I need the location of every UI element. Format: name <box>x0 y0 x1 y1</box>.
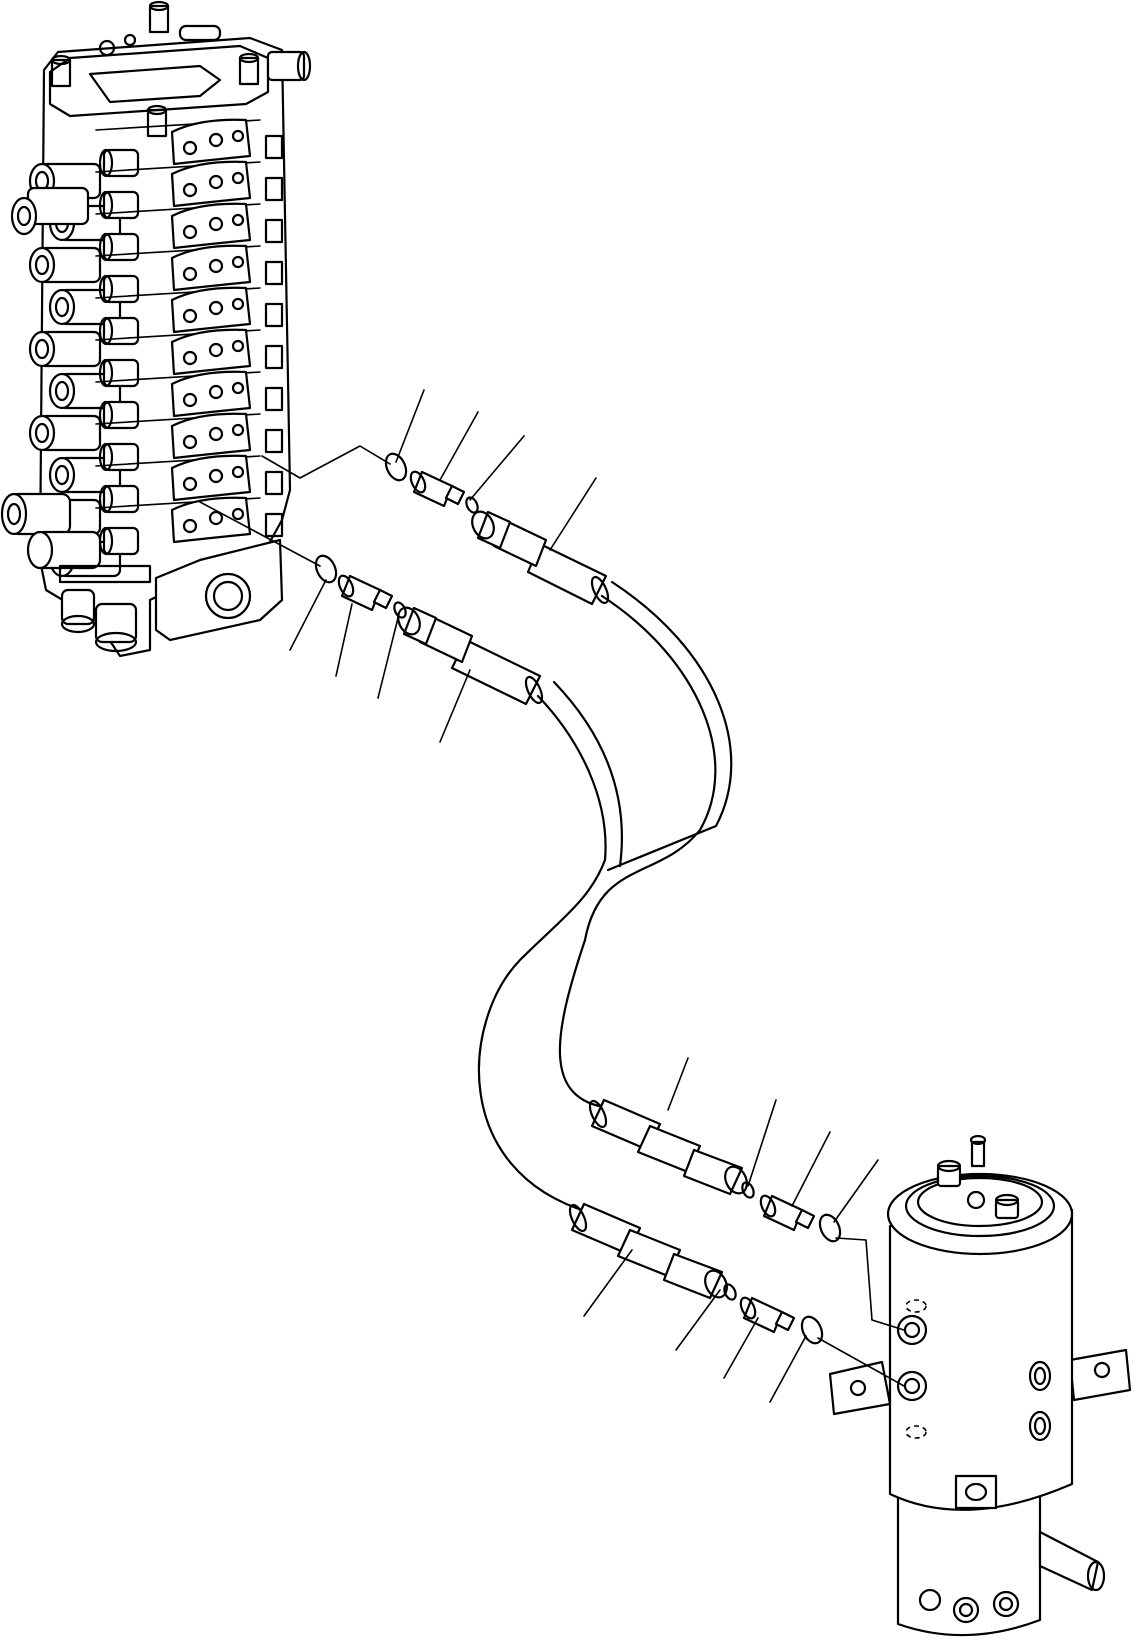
callout-leader-line <box>335 603 353 677</box>
valve-section <box>28 118 284 200</box>
callout-leader-line <box>723 1317 759 1379</box>
valve-section <box>48 328 284 410</box>
connector <box>337 574 394 612</box>
hose-end-fitting <box>471 510 610 606</box>
control-valve-assembly <box>0 0 312 658</box>
hose-upper-line-a <box>558 594 717 1110</box>
valve-section <box>28 370 284 452</box>
connector <box>409 470 466 508</box>
hose-lower-line-a <box>478 694 607 1214</box>
callout-leader-line <box>769 1335 807 1403</box>
valve-section <box>28 286 284 368</box>
callout-leader-line <box>583 1249 633 1317</box>
callout-leader-line <box>289 579 327 651</box>
hose-end-fitting <box>588 1098 748 1196</box>
valve-section <box>28 202 284 284</box>
hose-end-fitting <box>397 606 544 706</box>
hydraulic-hoses <box>478 580 733 1214</box>
callout-leader-line <box>439 411 479 481</box>
swivel-joint-assembly <box>828 1134 1132 1637</box>
assembly-center-lines <box>199 445 905 1387</box>
callout-leader-line <box>469 435 525 501</box>
fittings <box>314 452 842 1345</box>
callout-leader-line <box>675 1289 721 1351</box>
callout-leader-line <box>395 389 425 463</box>
callout-leaders <box>289 389 879 1403</box>
callout-leader-line <box>377 617 399 699</box>
hose-end-fitting <box>568 1202 728 1300</box>
callout-leader-line <box>667 1057 689 1111</box>
callout-leader-line <box>791 1131 831 1207</box>
hose-lower-line-b <box>552 680 624 868</box>
callout-leader-line <box>549 477 597 551</box>
callout-leader-line <box>439 669 471 743</box>
callout-leader-line <box>833 1159 879 1223</box>
connector <box>759 1194 816 1232</box>
hose-upper-line-b <box>606 580 733 872</box>
connector <box>739 1296 796 1334</box>
callout-leader-line <box>747 1099 777 1187</box>
